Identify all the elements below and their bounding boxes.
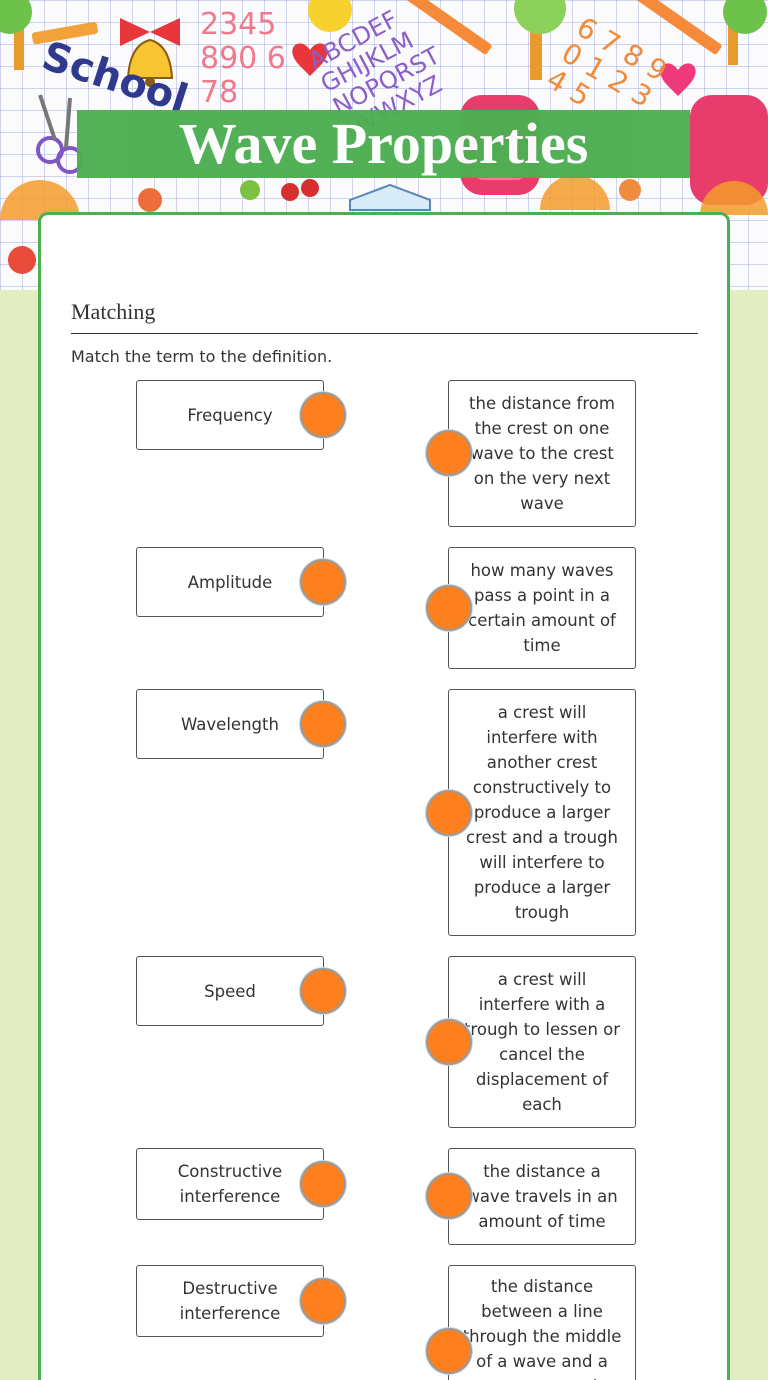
term-connector-dot[interactable] <box>300 1161 346 1207</box>
term-box[interactable]: Speed <box>136 956 324 1026</box>
definition-text: a crest will interfere with another cres… <box>466 703 618 922</box>
term-box[interactable]: Destructive interference <box>136 1265 324 1337</box>
apple-icon <box>281 0 352 201</box>
definition-box[interactable]: how many waves pass a point in a certain… <box>448 547 636 669</box>
bow-icon <box>120 18 180 46</box>
definition-text: the distance a wave travels in an amount… <box>466 1162 618 1231</box>
definition-box[interactable]: a crest will interfere with a trough to … <box>448 956 636 1128</box>
scissors-icon <box>36 94 84 174</box>
definition-text: how many waves pass a point in a certain… <box>468 561 616 655</box>
term-connector-dot[interactable] <box>300 968 346 1014</box>
section-divider <box>71 333 698 334</box>
definition-box[interactable]: the distance between a line through the … <box>448 1265 636 1380</box>
worksheet-card: Matching Match the term to the definitio… <box>38 212 730 1380</box>
term-connector-dot[interactable] <box>300 1278 346 1324</box>
term-box[interactable]: Wavelength <box>136 689 324 759</box>
title-bar: Wave Properties <box>77 110 690 178</box>
definition-connector-dot[interactable] <box>426 790 472 836</box>
definition-box[interactable]: a crest will interfere with another cres… <box>448 689 636 936</box>
banner-numbers: 2345 890 678 <box>200 7 286 110</box>
definition-box[interactable]: the distance a wave travels in an amount… <box>448 1148 636 1245</box>
definition-connector-dot[interactable] <box>426 430 472 476</box>
section-title: Matching <box>71 299 156 324</box>
doodle-art <box>0 0 768 274</box>
term-label: Amplitude <box>187 572 273 592</box>
definition-connector-dot[interactable] <box>426 1328 472 1374</box>
protractor-icon <box>0 175 768 220</box>
heart-icon <box>292 43 696 96</box>
book-icon <box>349 183 431 211</box>
term-label: Wavelength <box>181 714 279 734</box>
definition-text: the distance between a line through the … <box>462 1277 622 1380</box>
term-connector-dot[interactable] <box>300 559 346 605</box>
definition-connector-dot[interactable] <box>426 585 472 631</box>
term-label: Destructive interference <box>179 1279 281 1323</box>
term-box[interactable]: Frequency <box>136 380 324 450</box>
header-banner: School 2345 890 678 ABCDEF GHIJKLM NOPQR… <box>0 0 768 290</box>
definition-box[interactable]: the distance from the crest on one wave … <box>448 380 636 527</box>
instructions-text: Match the term to the definition. <box>71 347 333 366</box>
term-label: Frequency <box>187 405 273 425</box>
page-title: Wave Properties <box>178 111 589 176</box>
term-connector-dot[interactable] <box>300 701 346 747</box>
bell-icon <box>126 38 174 87</box>
definition-connector-dot[interactable] <box>426 1173 472 1219</box>
definition-text: a crest will interfere with a trough to … <box>463 970 621 1114</box>
term-box[interactable]: Constructive interference <box>136 1148 324 1220</box>
definition-connector-dot[interactable] <box>426 1019 472 1065</box>
term-connector-dot[interactable] <box>300 392 346 438</box>
term-box[interactable]: Amplitude <box>136 547 324 617</box>
definition-text: the distance from the crest on one wave … <box>469 394 615 513</box>
pencil-icon <box>31 0 722 55</box>
term-label: Constructive interference <box>177 1162 283 1206</box>
tree-icon <box>0 0 767 80</box>
term-label: Speed <box>204 981 256 1001</box>
